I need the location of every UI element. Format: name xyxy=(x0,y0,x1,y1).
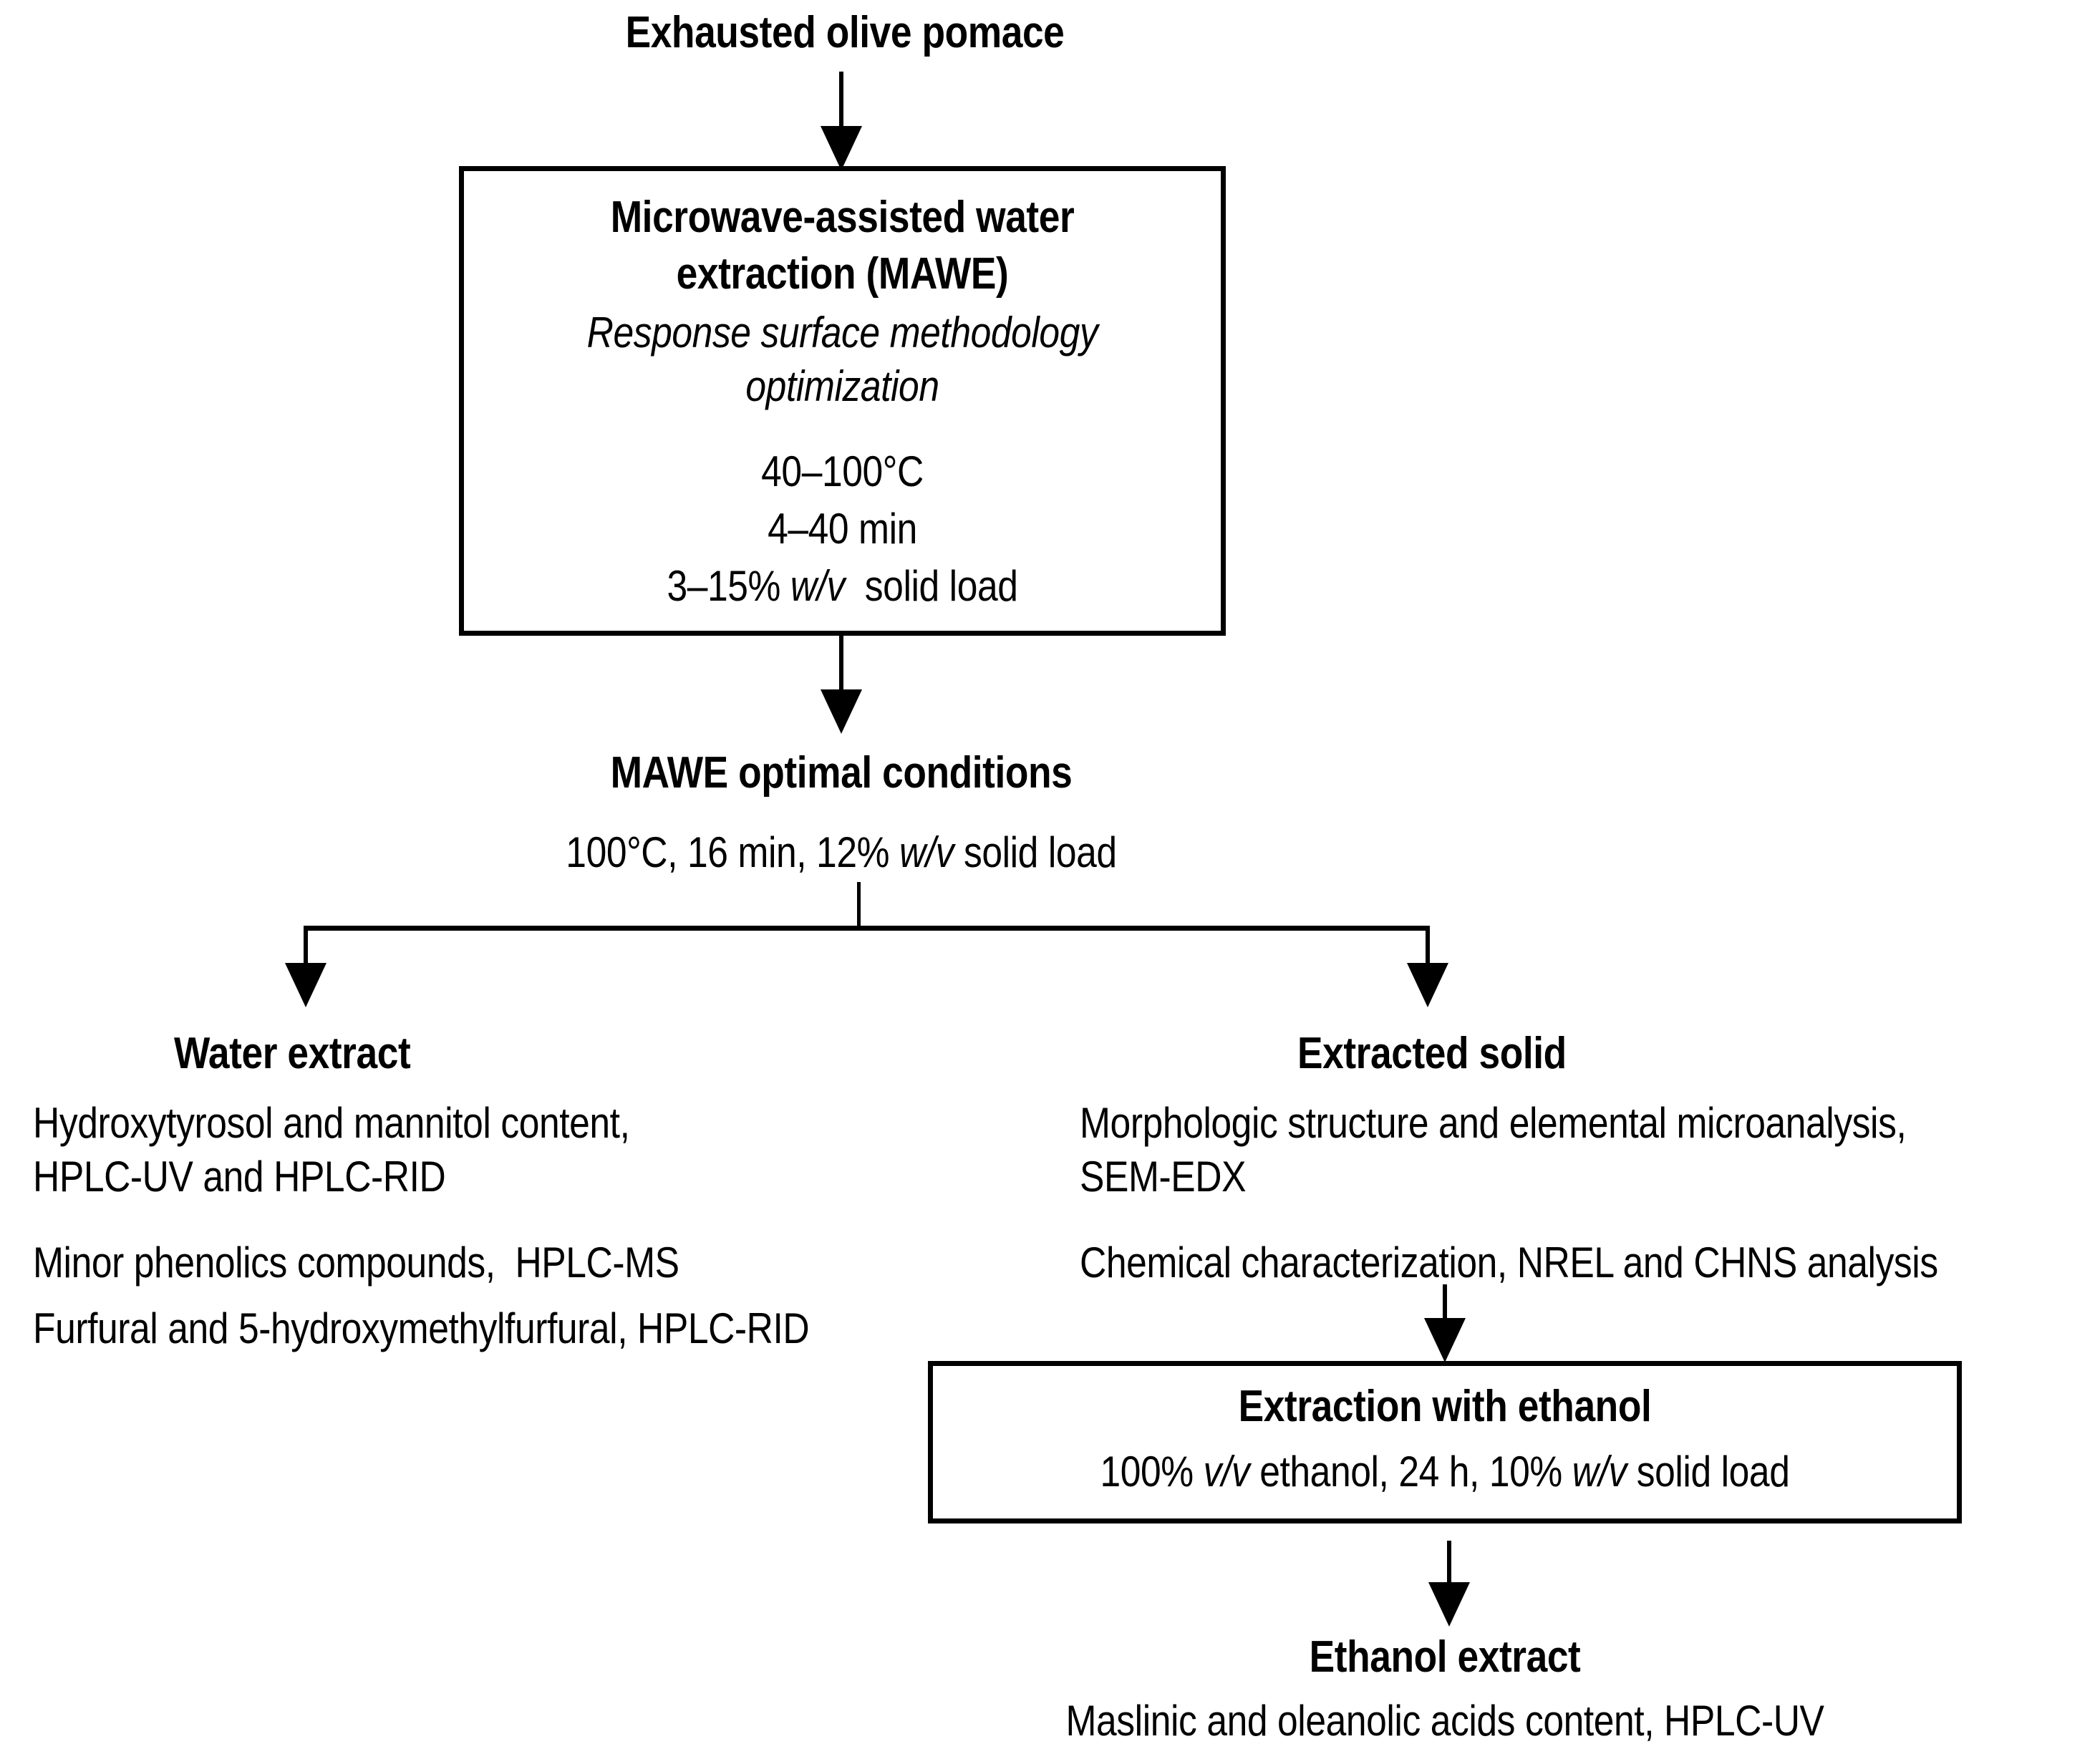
ethanol-box-heading: Extraction with ethanol xyxy=(1238,1382,1652,1431)
ethanol-extract-heading: Ethanol extract xyxy=(1309,1632,1581,1682)
water-extract-item2: Minor phenolics compounds, HPLC-MS xyxy=(33,1239,679,1287)
arrowhead-to-water-extract xyxy=(285,963,326,1007)
mawe-subtitle-line2: optimization xyxy=(745,362,939,410)
extracted-solid-item2: Chemical characterization, NREL and CHNS… xyxy=(1080,1239,1938,1287)
connector-split-bar xyxy=(304,926,1430,931)
mawe-box xyxy=(459,166,1226,636)
optimal-conditions-heading: MAWE optimal conditions xyxy=(610,748,1073,798)
arrowhead-title-to-mawe xyxy=(821,126,862,170)
connector-split-left-drop xyxy=(304,926,308,990)
connector-title-to-mawe xyxy=(839,72,843,133)
water-extract-item1-line1: Hydroxytyrosol and mannitol content, xyxy=(33,1099,630,1147)
flow-title-exhausted-olive-pomace: Exhausted olive pomace xyxy=(625,8,1065,57)
mawe-param-temperature: 40–100°C xyxy=(761,447,924,495)
arrowhead-ethanol-box-to-extract xyxy=(1428,1582,1470,1627)
ethanol-extract-item1: Maslinic and oleanolic acids content, HP… xyxy=(1065,1697,1824,1745)
connector-solid-to-ethanol-box xyxy=(1443,1284,1447,1334)
extracted-solid-heading: Extracted solid xyxy=(1297,1029,1567,1078)
mawe-param-solid-suffix: solid load xyxy=(844,562,1018,610)
connector-optimal-stem xyxy=(857,882,861,931)
ethanol-box-value: 100% v/v ethanol, 24 h, 10% w/v solid lo… xyxy=(1019,1444,1871,1500)
extracted-solid-item1-line2: SEM-EDX xyxy=(1080,1153,1247,1201)
connector-mawe-to-optimal xyxy=(839,636,843,697)
ethanol-value-prefix: 100% xyxy=(1100,1448,1204,1496)
mawe-param-solid-load: 3–15% w/v solid load xyxy=(537,558,1147,614)
optimal-value-suffix: solid load xyxy=(954,828,1117,876)
optimal-value-prefix: 100°C, 16 min, 12% xyxy=(566,828,899,876)
mawe-param-time: 4–40 min xyxy=(768,505,917,553)
mawe-subtitle-line1: Response surface methodology xyxy=(586,309,1098,357)
connector-ethanol-box-to-extract xyxy=(1447,1541,1451,1598)
ethanol-value-italic-wv: w/v xyxy=(1572,1448,1627,1496)
mawe-param-solid-italic: w/v xyxy=(790,562,846,610)
arrowhead-solid-to-ethanol-box xyxy=(1424,1318,1466,1362)
ethanol-extraction-box xyxy=(928,1361,1962,1523)
mawe-param-solid-prefix: 3–15% xyxy=(667,562,790,610)
ethanol-value-italic-vv: v/v xyxy=(1203,1448,1250,1496)
mawe-heading-line1: Microwave-assisted water xyxy=(610,193,1075,242)
extracted-solid-item1-line1: Morphologic structure and elemental micr… xyxy=(1080,1099,1907,1147)
ethanol-value-mid: ethanol, 24 h, 10% xyxy=(1249,1448,1572,1496)
arrowhead-mawe-to-optimal xyxy=(821,689,862,734)
mawe-heading-line2: extraction (MAWE) xyxy=(676,249,1009,299)
ethanol-value-suffix: solid load xyxy=(1626,1448,1790,1496)
water-extract-item3: Furfural and 5-hydroxymethylfurfural, HP… xyxy=(33,1304,810,1352)
water-extract-heading: Water extract xyxy=(174,1029,411,1078)
connector-split-right-drop xyxy=(1426,926,1430,990)
optimal-value-italic: w/v xyxy=(899,828,954,876)
water-extract-item1-line2: HPLC-UV and HPLC-RID xyxy=(33,1153,446,1201)
arrowhead-to-extracted-solid xyxy=(1407,963,1448,1007)
optimal-conditions-value: 100°C, 16 min, 12% w/v solid load xyxy=(410,825,1272,881)
